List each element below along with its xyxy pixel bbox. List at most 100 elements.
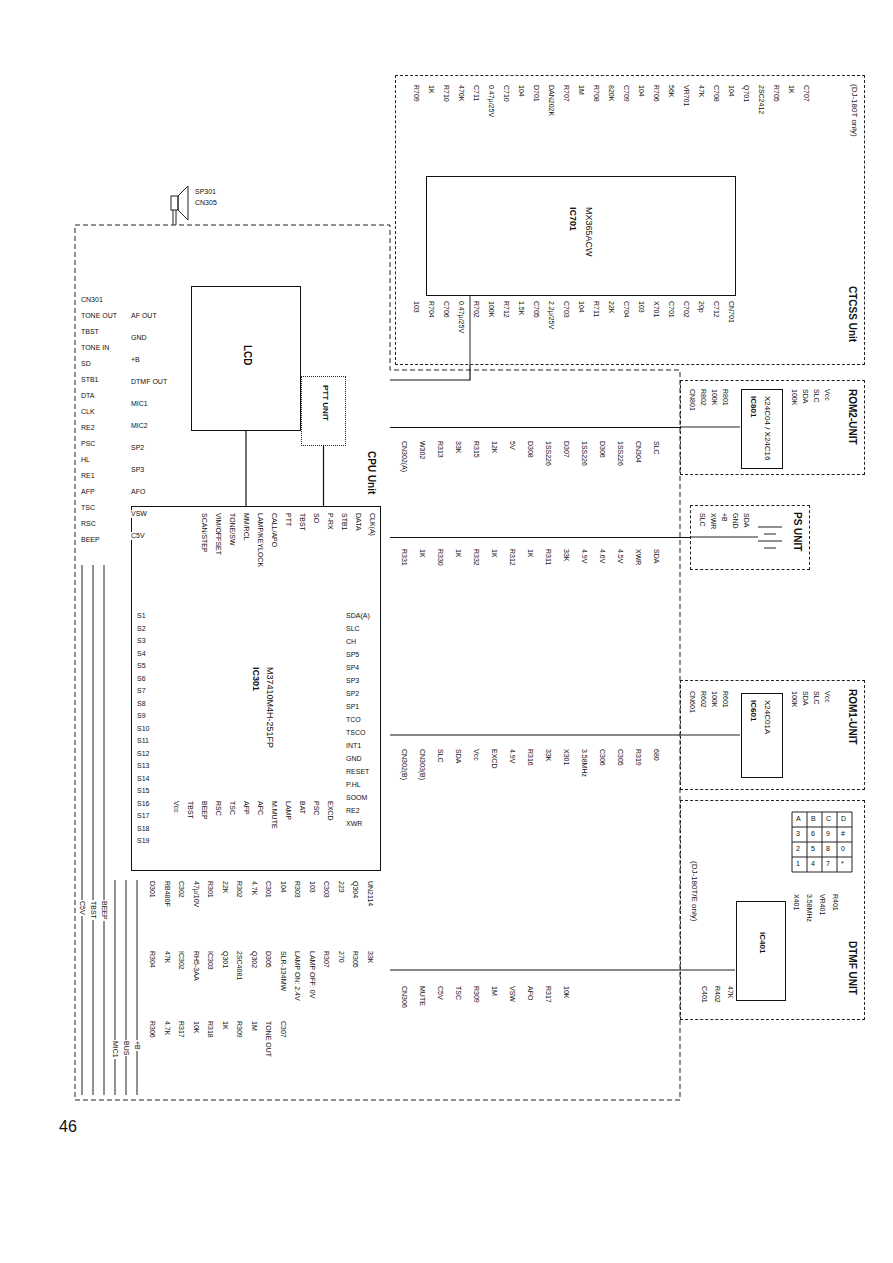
pin-name: M.MUTE bbox=[270, 800, 278, 830]
component-ref: 103 bbox=[308, 880, 316, 894]
component-ref: CN801 bbox=[688, 388, 696, 412]
component-ref: 33K bbox=[562, 548, 570, 562]
pin-name: S13 bbox=[136, 762, 150, 770]
component-ref: 12K bbox=[490, 440, 498, 454]
pin-name: DATA bbox=[354, 512, 362, 532]
pin-name: S12 bbox=[136, 750, 150, 758]
component-ref: X701 bbox=[652, 300, 660, 318]
component-ref: R801 bbox=[721, 388, 729, 407]
speaker-symbol bbox=[171, 196, 178, 210]
pin-name: PTT bbox=[284, 512, 292, 527]
component-ref: 820K bbox=[607, 84, 615, 102]
component-ref: SLR-134MW bbox=[279, 950, 287, 992]
component-ref: 2.2μ/25V bbox=[547, 300, 555, 330]
pin-name: SP4 bbox=[345, 664, 360, 672]
component-ref: CN303(B) bbox=[418, 748, 426, 781]
key-legend: 9 bbox=[825, 830, 831, 838]
component-ref: 10K bbox=[192, 1020, 200, 1034]
part-number: X24C01A bbox=[762, 700, 771, 734]
component-ref: R709 bbox=[412, 84, 420, 103]
unit-title: CTCSS Unit bbox=[847, 286, 858, 342]
pin-name: GND bbox=[345, 755, 363, 763]
ic-chip: IC701MX365ACW bbox=[426, 176, 736, 296]
part-ref: LCD bbox=[242, 345, 253, 366]
component-ref: R702 bbox=[472, 300, 480, 319]
key-legend: * bbox=[840, 860, 845, 868]
pin-name: SCAN/STEP bbox=[200, 512, 208, 554]
pin-name: S18 bbox=[136, 825, 150, 833]
component-ref: D305 bbox=[264, 950, 272, 969]
component-ref: R309 bbox=[472, 985, 480, 1004]
pin-name: CH bbox=[345, 638, 357, 646]
component-ref: 33K bbox=[366, 950, 374, 964]
pin-name: S4 bbox=[136, 650, 147, 658]
component-ref: R319 bbox=[634, 748, 642, 767]
component-ref: R307 bbox=[322, 950, 330, 969]
component-ref: VSW bbox=[508, 985, 516, 1003]
component-ref: R304 bbox=[148, 950, 156, 969]
component-ref: SDA bbox=[454, 748, 462, 764]
pin-name: S2 bbox=[136, 625, 147, 633]
pin-name: P-RX bbox=[326, 512, 334, 531]
variant-note: (DJ-180T only) bbox=[849, 84, 858, 137]
connector-pin: TONE OUT bbox=[80, 312, 118, 320]
component-ref: Vcc bbox=[823, 690, 831, 704]
pin-name: TCO bbox=[345, 716, 362, 724]
key-legend: 8 bbox=[825, 845, 831, 853]
pin-name: TBST bbox=[186, 800, 194, 820]
connector-pin: TSC bbox=[80, 504, 96, 512]
connector-pin: SP3 bbox=[130, 466, 145, 474]
component-ref: SDA bbox=[652, 548, 660, 564]
component-ref: Q302 bbox=[250, 950, 258, 969]
component-ref: 47K bbox=[163, 950, 171, 964]
pin-name: S17 bbox=[136, 812, 150, 820]
component-ref: D308 bbox=[526, 440, 534, 459]
unit-title: DTMF UNIT bbox=[847, 941, 858, 995]
connector-pin: CLK bbox=[80, 408, 96, 416]
unit-title: CPU Unit bbox=[366, 451, 377, 494]
part-ref: IC601 bbox=[748, 700, 757, 721]
signal-name: C5V bbox=[78, 900, 86, 916]
component-ref: R712 bbox=[502, 300, 510, 319]
component-ref: R705 bbox=[772, 84, 780, 103]
connector-wire bbox=[245, 431, 246, 506]
signal-name: TBST bbox=[89, 900, 97, 920]
component-ref: AFO bbox=[526, 985, 534, 1001]
unit-box: ROM2-UNITIC801X24C04 / X24C16 bbox=[680, 380, 865, 475]
signal-name: MIC1 bbox=[111, 1040, 119, 1059]
component-ref: SLC bbox=[812, 690, 820, 706]
component-ref: 100K bbox=[710, 690, 718, 708]
component-ref: R706 bbox=[652, 84, 660, 103]
component-ref: CN302(B) bbox=[400, 748, 408, 781]
component-ref: 1K bbox=[427, 84, 435, 95]
component-ref: 2SC2412 bbox=[757, 84, 765, 115]
part-ref: IC701 bbox=[567, 207, 577, 231]
pin-name: LAMP/KEYLOCK bbox=[256, 512, 264, 568]
component-ref: 20p bbox=[697, 300, 705, 314]
lcd-panel: LCD bbox=[191, 286, 301, 431]
signal-name: SDA bbox=[742, 512, 750, 528]
component-ref: R316 bbox=[526, 748, 534, 767]
component-ref: C706 bbox=[442, 300, 450, 319]
pin-name: CALL/APO bbox=[270, 512, 278, 548]
pin-name: SO bbox=[312, 512, 320, 524]
component-ref: Q701 bbox=[742, 84, 750, 103]
component-ref: C701 bbox=[667, 300, 675, 319]
pin-name: LAMP bbox=[284, 800, 292, 821]
connector-wire bbox=[323, 446, 324, 506]
component-ref: 2SC4081 bbox=[235, 950, 243, 981]
speaker-symbol bbox=[178, 186, 188, 220]
component-ref: RH5-3AA bbox=[192, 950, 200, 982]
connector-pin: MIC1 bbox=[130, 400, 149, 408]
component-ref: TONE OUT bbox=[264, 1020, 272, 1058]
component-ref: 47K bbox=[726, 985, 734, 999]
bus-line bbox=[82, 565, 137, 1095]
wire bbox=[173, 210, 176, 225]
connector-wire bbox=[390, 969, 680, 970]
pin-name: RSC bbox=[214, 800, 222, 817]
connector-wire bbox=[390, 734, 680, 735]
pin-name: SLC bbox=[345, 625, 361, 633]
unit-title: PTT UNIT bbox=[320, 385, 329, 421]
pin-name: SP1 bbox=[345, 703, 360, 711]
